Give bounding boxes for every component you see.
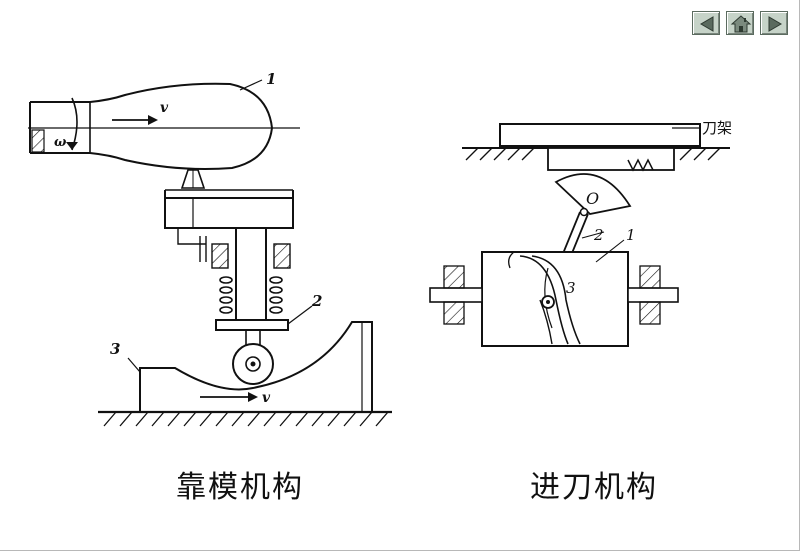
follower-rod [235,227,267,321]
right-label-3: 3 [566,279,576,297]
tool-holder-label: 刀架 [702,119,732,137]
home-icon [730,15,752,33]
right-caption: 进刀机构 [530,470,658,505]
home-button[interactable] [726,11,754,35]
spring-plate [215,319,289,331]
return-spring [627,158,654,172]
feed-mechanism-diagram [429,123,730,347]
sector-gear [554,173,632,215]
right-label-1: 1 [626,226,636,244]
cam-groove [519,255,569,345]
triangle-right-icon [768,16,782,32]
left-label-1: 1 [266,70,276,88]
left-label-v-top: v [160,100,169,116]
left-label-2: 2 [311,292,322,310]
next-button[interactable] [760,11,788,35]
left-caption: 靠模机构 [176,470,304,505]
chuck-stub [31,129,45,153]
triangle-left-icon [700,16,714,32]
left-label-3: 3 [110,340,120,358]
tool-post [164,197,294,229]
left-label-v-bottom: v [262,390,271,406]
prev-button[interactable] [692,11,720,35]
tool-holder [499,123,701,147]
spring [219,276,283,314]
left-label-omega: ω [54,135,67,150]
pivot-label-O: O [586,189,599,208]
template-cam [139,321,373,412]
copying-mechanism-diagram [28,79,392,427]
right-label-2: 2 [593,226,604,244]
cam-shaft [429,287,483,303]
workpiece-profile [30,82,274,170]
